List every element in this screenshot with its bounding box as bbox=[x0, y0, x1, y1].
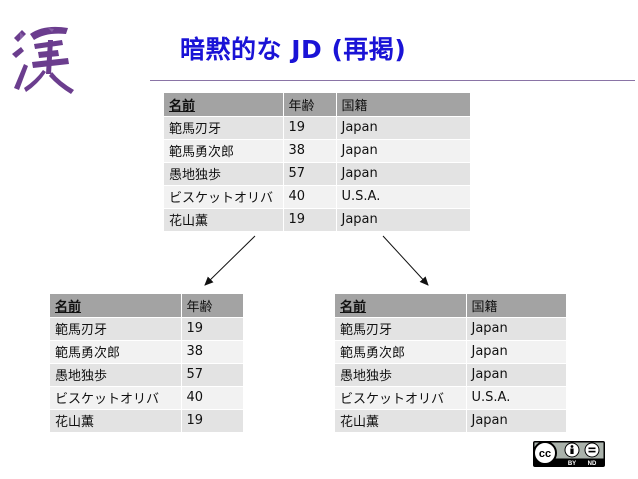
cell-age: 40 bbox=[180, 386, 243, 410]
logo-kanji: 渓 bbox=[12, 26, 74, 94]
cell-name: 愚地独歩 bbox=[50, 363, 181, 387]
cc-label: cc bbox=[539, 448, 551, 460]
cell-nationality: Japan bbox=[465, 363, 566, 387]
table-header-row: 名前 年齢 bbox=[50, 294, 243, 318]
cell-name: 花山薫 bbox=[50, 409, 181, 433]
cell-age: 57 bbox=[180, 363, 243, 387]
cell-age: 40 bbox=[282, 185, 336, 209]
header-name: 名前 bbox=[164, 93, 283, 117]
table-row: 範馬勇次郎 38 bbox=[50, 340, 243, 364]
header-name: 名前 bbox=[50, 294, 181, 318]
cell-name: 範馬刃牙 bbox=[164, 116, 283, 140]
header-age: 年齢 bbox=[282, 93, 336, 117]
arrow-down-left-icon bbox=[204, 235, 256, 286]
cell-name: 範馬勇次郎 bbox=[335, 340, 466, 364]
table-row: 花山薫 Japan bbox=[335, 409, 566, 433]
table-row: 愚地独歩 57 bbox=[50, 363, 243, 387]
header-nationality: 国籍 bbox=[335, 93, 470, 117]
cell-age: 38 bbox=[180, 340, 243, 364]
cc-license-badge[interactable]: cc BY ND bbox=[533, 441, 605, 467]
table-row: 範馬勇次郎 Japan bbox=[335, 340, 566, 364]
cell-name: 花山薫 bbox=[164, 208, 283, 232]
table-row: ビスケットオリバ 40 bbox=[50, 386, 243, 410]
header-nationality: 国籍 bbox=[465, 294, 566, 318]
table-row: 範馬刃牙 19 Japan bbox=[164, 116, 470, 140]
no-derivatives-icon bbox=[584, 442, 600, 458]
cell-age: 19 bbox=[282, 116, 336, 140]
header-age: 年齢 bbox=[180, 294, 243, 318]
table-row: 花山薫 19 Japan bbox=[164, 208, 470, 232]
nationality-table: 名前 国籍 範馬刃牙 Japan 範馬勇次郎 Japan 愚地独歩 Japan … bbox=[335, 294, 566, 433]
cell-name: 花山薫 bbox=[335, 409, 466, 433]
main-table: 名前 年齢 国籍 範馬刃牙 19 Japan 範馬勇次郎 38 Japan 愚地… bbox=[164, 93, 470, 232]
age-table: 名前 年齢 範馬刃牙 19 範馬勇次郎 38 愚地独歩 57 ビスケットオリバ … bbox=[50, 294, 243, 433]
cell-name: 範馬刃牙 bbox=[50, 317, 181, 341]
cell-nationality: Japan bbox=[465, 317, 566, 341]
cell-age: 19 bbox=[282, 208, 336, 232]
page-title: 暗黙的な JD (再掲) bbox=[180, 35, 407, 64]
cell-nationality: Japan bbox=[465, 340, 566, 364]
cell-nationality: Japan bbox=[335, 208, 470, 232]
cell-age: 19 bbox=[180, 409, 243, 433]
cell-name: ビスケットオリバ bbox=[50, 386, 181, 410]
cell-nationality: Japan bbox=[335, 116, 470, 140]
table-header-row: 名前 年齢 国籍 bbox=[164, 93, 470, 117]
creative-commons-icon: cc bbox=[533, 441, 557, 465]
table-row: 花山薫 19 bbox=[50, 409, 243, 433]
cell-name: ビスケットオリバ bbox=[164, 185, 283, 209]
title-divider bbox=[150, 80, 635, 81]
table-header-row: 名前 国籍 bbox=[335, 294, 566, 318]
attribution-icon bbox=[564, 442, 580, 458]
table-row: 範馬刃牙 19 bbox=[50, 317, 243, 341]
header-name: 名前 bbox=[335, 294, 466, 318]
table-row: 範馬勇次郎 38 Japan bbox=[164, 139, 470, 163]
cell-name: 愚地独歩 bbox=[335, 363, 466, 387]
cell-nationality: Japan bbox=[335, 139, 470, 163]
table-row: ビスケットオリバ 40 U.S.A. bbox=[164, 185, 470, 209]
table-row: 愚地独歩 Japan bbox=[335, 363, 566, 387]
table-row: ビスケットオリバ U.S.A. bbox=[335, 386, 566, 410]
cell-age: 57 bbox=[282, 162, 336, 186]
cell-name: ビスケットオリバ bbox=[335, 386, 466, 410]
cell-name: 愚地独歩 bbox=[164, 162, 283, 186]
cell-nationality: U.S.A. bbox=[335, 185, 470, 209]
by-label: BY bbox=[568, 461, 576, 467]
cell-name: 範馬勇次郎 bbox=[164, 139, 283, 163]
cell-age: 19 bbox=[180, 317, 243, 341]
cell-name: 範馬刃牙 bbox=[335, 317, 466, 341]
cell-age: 38 bbox=[282, 139, 336, 163]
cell-nationality: Japan bbox=[465, 409, 566, 433]
arrow-down-right-icon bbox=[382, 235, 429, 286]
cell-nationality: U.S.A. bbox=[465, 386, 566, 410]
cell-nationality: Japan bbox=[335, 162, 470, 186]
cell-name: 範馬勇次郎 bbox=[50, 340, 181, 364]
table-row: 範馬刃牙 Japan bbox=[335, 317, 566, 341]
table-row: 愚地独歩 57 Japan bbox=[164, 162, 470, 186]
nd-label: ND bbox=[588, 461, 597, 467]
